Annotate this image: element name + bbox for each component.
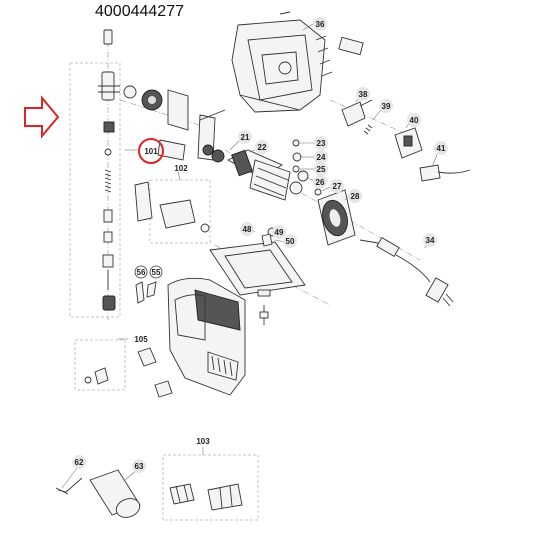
part-102-bracket (134, 181, 153, 222)
box-105 (74, 339, 126, 391)
part-105-a (94, 367, 109, 385)
base-plate (209, 227, 306, 297)
blade-63 (89, 469, 141, 518)
hex-key-62 (57, 477, 83, 493)
plunger-assembly (98, 29, 120, 311)
label-plate (338, 36, 364, 56)
callout-103: 103 (196, 437, 210, 446)
callout-55: 55 (152, 268, 161, 277)
part-103-b (207, 483, 243, 511)
callout-101: 101 (144, 147, 158, 156)
part-38 (341, 101, 366, 127)
main-housing (167, 277, 246, 396)
callout-24: 24 (317, 153, 326, 162)
power-cord (376, 237, 454, 307)
callout-48: 48 (243, 225, 252, 234)
box-103 (162, 454, 259, 521)
motor-housing (231, 19, 326, 113)
part-103-a (169, 483, 195, 505)
callout-102: 102 (174, 164, 188, 173)
stator (317, 189, 356, 246)
leader-lines (61, 23, 439, 489)
highlight-ring-101 (138, 138, 164, 164)
part-39 (363, 124, 373, 135)
part-24 (292, 152, 302, 162)
callout-39: 39 (382, 102, 391, 111)
callout-36: 36 (316, 20, 325, 29)
callout-50: 50 (286, 237, 295, 246)
callout-49: 49 (275, 228, 284, 237)
callout-21: 21 (241, 133, 250, 142)
gear-group (123, 85, 226, 161)
armature (227, 149, 303, 201)
bearing-26 (297, 170, 309, 182)
callout-38: 38 (359, 90, 368, 99)
callout-23: 23 (317, 139, 326, 148)
pointer-arrow (24, 95, 60, 139)
callout-63: 63 (135, 462, 144, 471)
part-105-b (137, 347, 157, 367)
callout-34: 34 (426, 236, 435, 245)
callout-27: 27 (333, 182, 342, 191)
callout-105: 105 (134, 335, 148, 344)
part-55 (146, 281, 157, 298)
part-25 (292, 165, 300, 173)
box-101 (69, 62, 121, 318)
callout-22: 22 (258, 143, 267, 152)
callout-25: 25 (317, 165, 326, 174)
screws-36 (279, 11, 333, 77)
part-27 (314, 188, 322, 196)
callout-40: 40 (410, 116, 419, 125)
screw-lower (259, 305, 269, 325)
callout-56: 56 (137, 268, 146, 277)
box-102 (149, 179, 211, 244)
part-number: 4000444277 (95, 3, 184, 20)
callout-28: 28 (351, 192, 360, 201)
callout-26: 26 (316, 178, 325, 187)
callout-62: 62 (75, 458, 84, 467)
callout-41: 41 (437, 144, 446, 153)
part-41-cable (419, 164, 441, 182)
part-56 (135, 281, 145, 304)
bearing-21 (211, 149, 225, 163)
